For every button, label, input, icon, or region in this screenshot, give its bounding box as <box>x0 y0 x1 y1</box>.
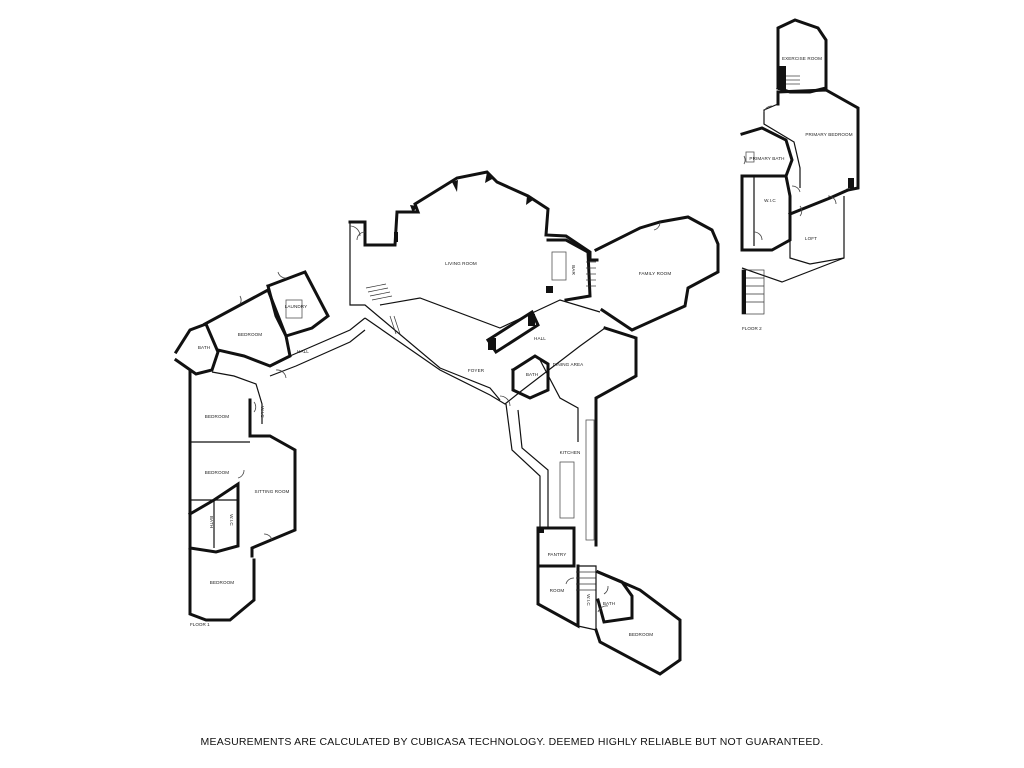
label-west-wic: W.I.C <box>260 406 265 418</box>
label-room: ROOM <box>550 588 565 593</box>
window-mark <box>452 180 458 192</box>
label-w1-bedroom: BEDROOM <box>205 414 230 419</box>
central-hall-wall <box>379 297 601 329</box>
south-bedroom-walls <box>594 570 682 676</box>
west-bedroom-column-left <box>188 370 256 622</box>
label-w2-bedroom: BEDROOM <box>205 470 230 475</box>
living-room-walls <box>348 170 599 262</box>
primary-bath-walls <box>740 126 794 178</box>
kitchen-counter <box>585 419 595 541</box>
label-floor-2: FLOOR 2 <box>742 326 762 331</box>
label-living-room: LIVING ROOM <box>445 261 477 266</box>
label-south-bedroom: BEDROOM <box>629 632 654 637</box>
family-room-bay <box>659 216 719 272</box>
exercise-room-top <box>777 19 827 41</box>
dining-bath-walls <box>510 354 550 400</box>
kitchen-walls <box>505 403 541 530</box>
measurement-disclaimer: MEASUREMENTS ARE CALCULATED BY CUBICASA … <box>200 736 824 748</box>
central-hall-wall-lower <box>364 317 606 405</box>
bar-counter <box>551 251 567 281</box>
kitchen-island <box>559 461 575 519</box>
label-sitting-room: SITTING ROOM <box>255 489 290 494</box>
label-family-room: FAMILY ROOM <box>639 271 672 276</box>
floor-1-plan: LIVING ROOM BAR FAMILY ROOM HALL DINING … <box>173 170 720 676</box>
south-wic-walls <box>577 565 597 631</box>
west-hall-walls <box>289 317 366 357</box>
south-stairs <box>576 571 596 591</box>
primary-bedroom-walls <box>776 88 860 192</box>
label-w3-wic: W.I.C <box>229 514 234 526</box>
hearth-block <box>488 338 496 350</box>
label-exercise-room: EXERCISE ROOM <box>782 56 822 61</box>
window-mark <box>526 196 533 205</box>
south-room-walls <box>536 564 580 629</box>
label-bar: BAR <box>571 265 576 275</box>
label-foyer: FOYER <box>468 368 485 373</box>
west-hall-walls-lower <box>269 329 366 377</box>
label-dining-bath: BATH <box>526 372 538 377</box>
label-w3-bath: BATH <box>209 516 214 528</box>
label-loft: LOFT <box>805 236 817 241</box>
west-wic-walls <box>211 371 263 424</box>
label-primary-bedroom: PRIMARY BEDROOM <box>805 132 852 137</box>
floor-2-plan: EXERCISE ROOM PRIMARY BEDROOM PRIMARY BA… <box>740 18 860 331</box>
upper-stair-wall <box>742 270 746 314</box>
label-w3-bedroom: BEDROOM <box>210 580 235 585</box>
label-south-bath: BATH <box>603 601 615 606</box>
primary-bedroom-inner <box>763 103 801 188</box>
w3-bath-walls <box>187 481 240 554</box>
label-central-hall: HALL <box>534 336 546 341</box>
exercise-stair-block <box>778 66 786 90</box>
label-dining-area: DINING AREA <box>553 362 585 367</box>
upper-wic-walls <box>740 174 792 252</box>
loft-outline <box>789 196 845 265</box>
loft-walls <box>788 188 850 216</box>
label-south-wic: W.I.C <box>586 594 591 606</box>
window-mark <box>410 205 417 213</box>
label-floor-1: FLOOR 1 <box>190 622 210 627</box>
pantry-walls <box>536 526 576 568</box>
wall-column <box>394 232 398 242</box>
door-arcs <box>237 221 661 613</box>
loft-column <box>848 178 854 188</box>
window-mark <box>485 172 494 183</box>
dining-area-walls <box>594 326 638 547</box>
label-west-hall: HALL <box>297 349 309 354</box>
primary-bath-fixture <box>745 151 755 163</box>
loft-balcony <box>741 257 845 283</box>
label-nw-bedroom: BEDROOM <box>238 332 263 337</box>
floor-2-door-arcs <box>743 105 837 241</box>
west-bedroom-column-right <box>248 398 297 558</box>
laundry-walls <box>266 270 330 338</box>
label-west-bath: BATH <box>198 345 210 350</box>
laundry-appliance <box>285 299 303 319</box>
kitchen-inner <box>517 409 549 528</box>
label-pantry: PANTRY <box>548 552 567 557</box>
living-room-inner-wall <box>349 222 501 401</box>
hearth-block <box>528 314 535 326</box>
label-laundry: LAUNDRY <box>285 304 308 309</box>
bar-steps <box>586 261 596 287</box>
west-bath-walls <box>173 322 220 376</box>
label-primary-bath: PRIMARY BATH <box>749 156 784 161</box>
label-kitchen: KITCHEN <box>560 450 581 455</box>
bar-walls <box>546 238 592 302</box>
living-stairs <box>365 283 401 335</box>
pantry-column <box>538 528 544 533</box>
wall-column <box>546 286 553 293</box>
exercise-stairs <box>786 75 800 85</box>
label-upper-wic: W.I.C <box>764 198 776 203</box>
dining-area-inner <box>539 359 579 442</box>
